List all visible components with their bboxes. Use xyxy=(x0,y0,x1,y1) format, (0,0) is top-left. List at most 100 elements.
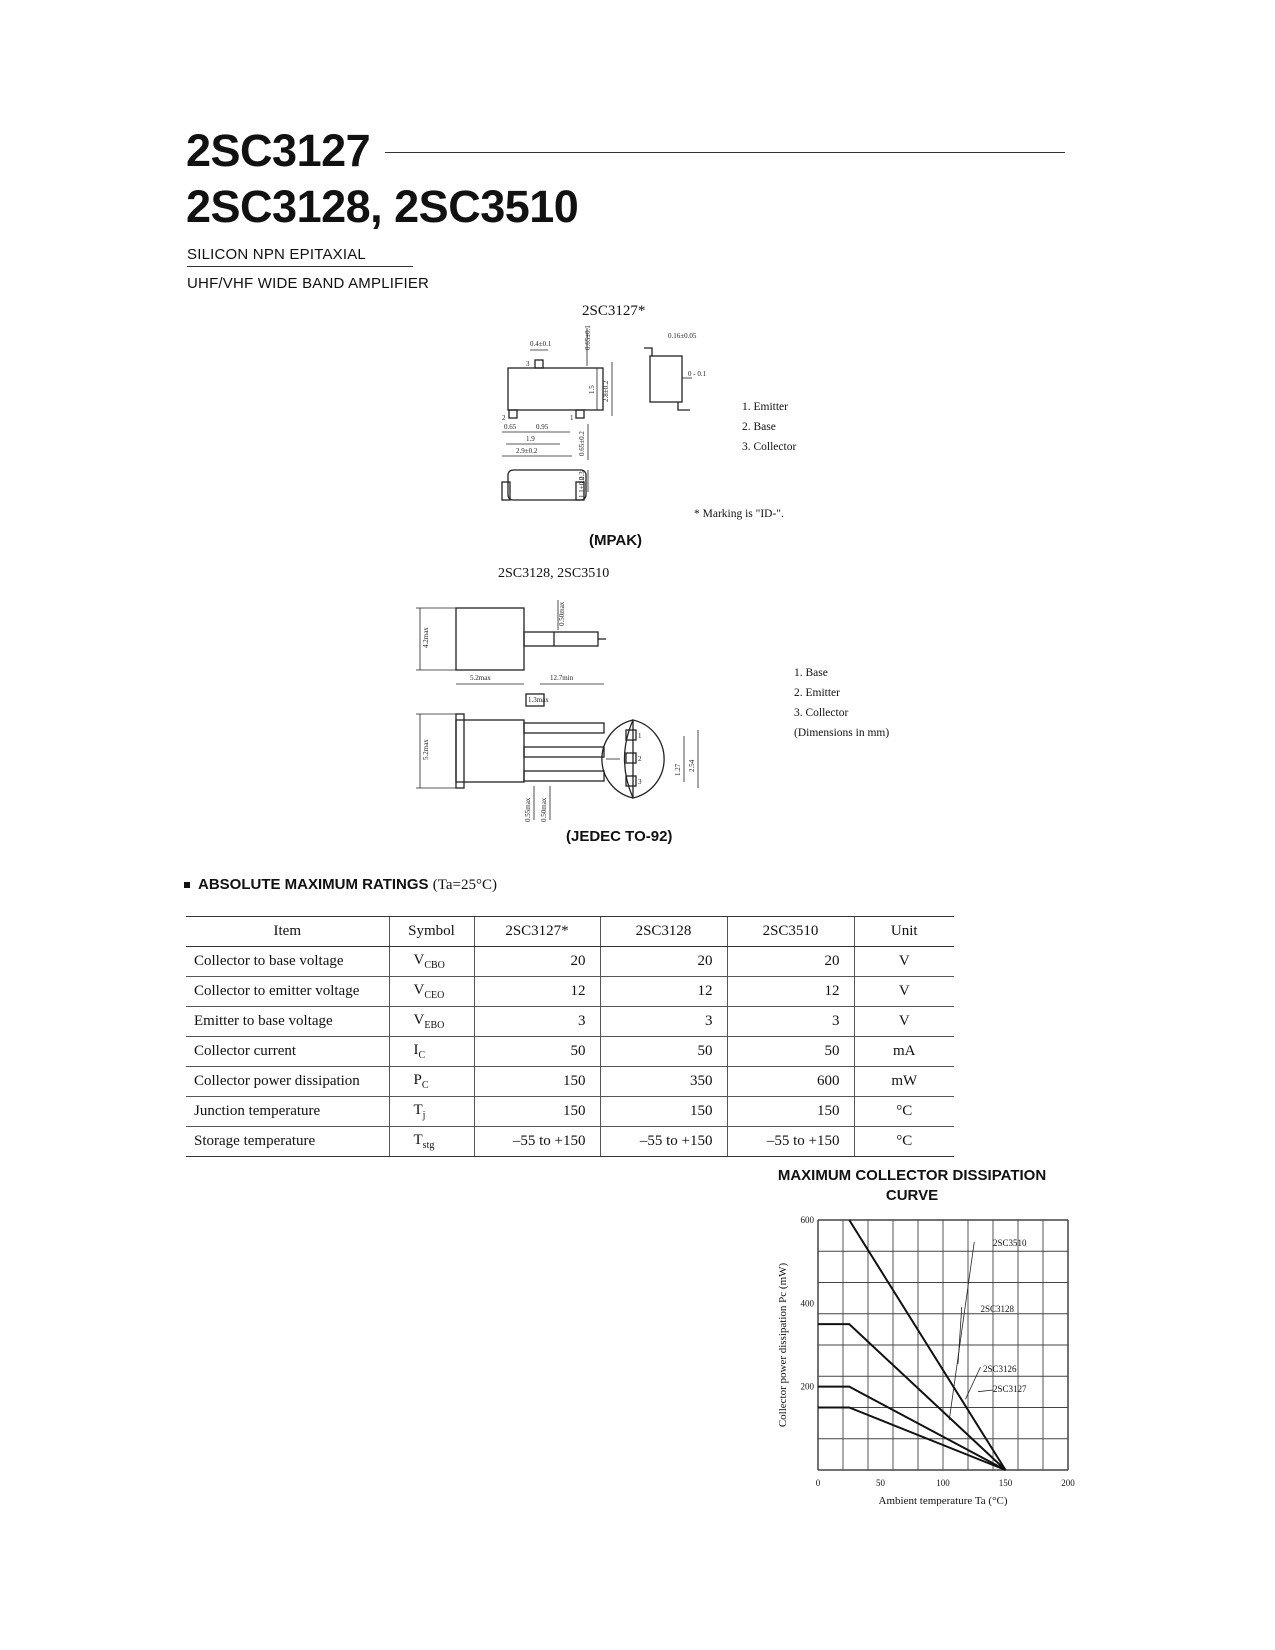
cell-2sc3127: 3 xyxy=(473,1006,600,1037)
to92-lead-mark-3: 3 xyxy=(638,778,642,786)
to92-dim-lead-b: 0.50max xyxy=(540,797,548,822)
symbol-subscript: stg xyxy=(422,1140,435,1151)
application-label: UHF/VHF WIDE BAND AMPLIFIER xyxy=(187,275,430,292)
mpak-lead-mark-1: 1 xyxy=(570,414,574,422)
to92-dim-step: 1.3max xyxy=(528,696,549,704)
cell-item: Collector to emitter voltage xyxy=(186,976,389,1007)
to92-pin-1: 1. Base xyxy=(794,667,828,679)
cell-symbol: Tj xyxy=(388,1096,474,1127)
mpak-part-label: 2SC3127* xyxy=(582,303,646,319)
ratings-header-row: Item Symbol 2SC3127* 2SC3128 2SC3510 Uni… xyxy=(186,916,954,947)
cell-symbol: VCEO xyxy=(388,976,474,1007)
ratings-heading: ABSOLUTE MAXIMUM RATINGS (Ta=25°C) xyxy=(184,876,497,894)
cell-2sc3127: 150 xyxy=(473,1066,600,1097)
x-tick-label: 200 xyxy=(1061,1478,1075,1488)
symbol-letter: T xyxy=(413,1132,423,1148)
col-2sc3510: 2SC3510 xyxy=(726,916,854,947)
y-tick-label: 400 xyxy=(801,1298,815,1308)
x-tick-label: 50 xyxy=(876,1478,886,1488)
mpak-dim-standoff-range: 0 - 0.1 xyxy=(688,370,707,378)
cell-2sc3510: 150 xyxy=(726,1096,854,1127)
mpak-marking-note: * Marking is "ID-". xyxy=(694,508,784,520)
mpak-dim-pitch-b: 0.95 xyxy=(536,423,549,431)
series-leader-2sc3127 xyxy=(977,1389,994,1393)
cell-item: Emitter to base voltage xyxy=(186,1006,389,1037)
cell-2sc3128: –55 to +150 xyxy=(599,1126,727,1157)
part-number-title-2: 2SC3128, 2SC3510 xyxy=(186,181,579,232)
to92-dim-height: 4.2max xyxy=(422,627,430,648)
cell-2sc3128: 50 xyxy=(599,1036,727,1067)
symbol-letter: P xyxy=(413,1072,422,1088)
device-type-label: SILICON NPN EPITAXIAL xyxy=(187,246,366,263)
series-line-2sc3128 xyxy=(818,1323,1007,1471)
series-line-2sc3510 xyxy=(848,1219,1007,1471)
cell-2sc3128: 3 xyxy=(599,1006,727,1037)
symbol-letter: T xyxy=(413,1102,423,1118)
mpak-pin-1: 1. Emitter xyxy=(742,401,788,413)
to92-caption: (JEDEC TO-92) xyxy=(566,828,673,845)
cell-unit: V xyxy=(853,976,954,1007)
cell-2sc3127: 150 xyxy=(473,1096,600,1127)
cell-item: Collector current xyxy=(186,1036,389,1067)
cell-2sc3127: 20 xyxy=(473,946,600,977)
to92-dim-lead-width: 0.50max xyxy=(558,601,566,626)
to92-dim-body-length: 5.2max xyxy=(470,674,491,682)
to92-lead-mark-1: 1 xyxy=(638,732,642,740)
mpak-caption: (MPAK) xyxy=(589,532,643,549)
cell-unit: °C xyxy=(853,1126,954,1157)
cell-unit: mA xyxy=(853,1036,954,1067)
to92-pin-list: 1. Base 2. Emitter 3. Collector (Dimensi… xyxy=(794,663,889,743)
col-unit: Unit xyxy=(853,916,954,947)
series-leader-2sc3128 xyxy=(957,1306,963,1364)
to92-part-label: 2SC3128, 2SC3510 xyxy=(498,566,610,581)
cell-2sc3510: 600 xyxy=(726,1066,854,1097)
cell-2sc3510: 50 xyxy=(726,1036,854,1067)
mpak-dim-standoff: 0.3 xyxy=(578,471,586,480)
dimensions-note: (Dimensions in mm) xyxy=(794,727,890,739)
mpak-dim-lead-span: 1.9 xyxy=(526,435,535,443)
col-item: Item xyxy=(186,916,389,947)
mpak-outline-drawing: 0.4±0.1 0.65±0.1 1.5 2.8±0.2 0.65 0.95 1… xyxy=(501,325,613,501)
mpak-dim-lead-width: 0.4±0.1 xyxy=(530,340,552,348)
mpak-dim-height: 1.1±0.2 xyxy=(578,476,586,498)
y-axis-label: Collector power dissipation Pc (mW) xyxy=(777,1262,789,1427)
cell-2sc3127: 50 xyxy=(473,1036,600,1067)
part-number-title-1: 2SC3127 xyxy=(186,125,371,176)
series-label-2sc3126: 2SC3126 xyxy=(983,1364,1017,1374)
cell-symbol: Tstg xyxy=(388,1126,474,1157)
cell-symbol: VCBO xyxy=(388,946,474,977)
to92-dim-span: 2.54 xyxy=(688,759,696,772)
symbol-subscript: EBO xyxy=(424,1020,445,1031)
to92-dim-lead-length: 12.7min xyxy=(550,674,574,682)
ratings-table: Item Symbol 2SC3127* 2SC3128 2SC3510 Uni… xyxy=(186,916,954,1157)
mpak-pin-2: 2. Base xyxy=(742,421,776,433)
series-line-2sc3126 xyxy=(818,1385,1006,1471)
mpak-dim-lead-thickness: 0.16±0.05 xyxy=(668,332,697,340)
series-line-2sc3127 xyxy=(818,1406,1006,1471)
mpak-dim-lead-pitch: 0.65±0.1 xyxy=(584,325,592,350)
y-tick-label: 200 xyxy=(801,1382,815,1392)
mpak-dim-lead-length: 0.65±0.2 xyxy=(578,431,586,456)
cell-symbol: VEBO xyxy=(388,1006,474,1037)
ratings-heading-text: ABSOLUTE MAXIMUM RATINGS xyxy=(198,876,429,893)
mpak-dim-body-length: 2.9±0.2 xyxy=(516,447,538,455)
col-2sc3128: 2SC3128 xyxy=(599,916,727,947)
symbol-letter: V xyxy=(413,982,425,998)
cell-symbol: IC xyxy=(388,1036,474,1067)
ratings-condition: (Ta=25°C) xyxy=(432,877,497,893)
series-label-2sc3128: 2SC3128 xyxy=(981,1304,1015,1314)
bullet-icon xyxy=(184,882,190,889)
cell-2sc3128: 350 xyxy=(599,1066,727,1097)
symbol-subscript: j xyxy=(422,1110,426,1121)
cell-unit: V xyxy=(853,946,954,977)
symbol-subscript: C xyxy=(418,1050,426,1061)
series-leader-2sc3510 xyxy=(948,1241,975,1421)
cell-symbol: PC xyxy=(388,1066,474,1097)
cell-2sc3128: 150 xyxy=(599,1096,727,1127)
mpak-side-view: 0.16±0.05 0 - 0.1 xyxy=(644,332,707,411)
symbol-subscript: C xyxy=(421,1080,429,1091)
cell-unit: °C xyxy=(853,1096,954,1127)
